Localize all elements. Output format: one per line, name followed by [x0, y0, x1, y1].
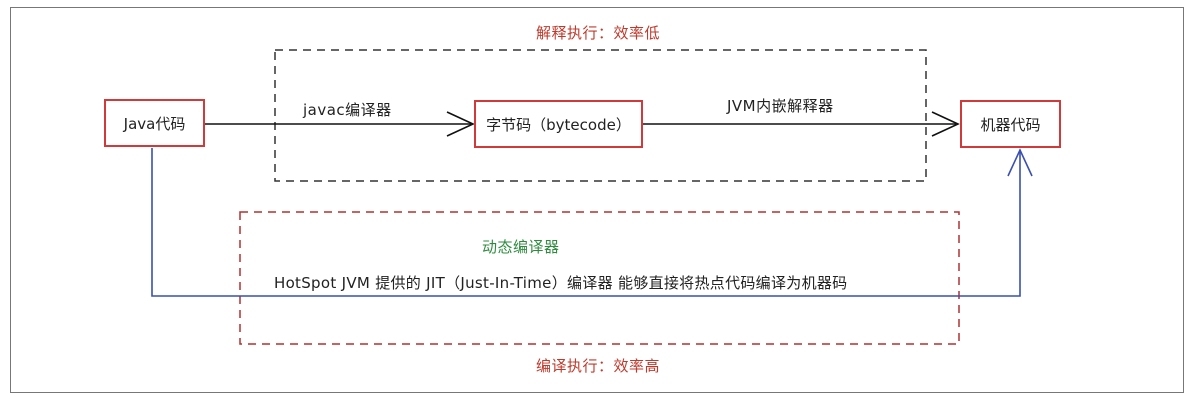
bottom-note: 编译执行：效率高 [536, 357, 661, 375]
interpreter-arrow [643, 111, 960, 137]
machine-code-node: 机器代码 [960, 100, 1061, 148]
machine-code-label: 机器代码 [980, 115, 1041, 134]
java-code-node: Java代码 [104, 99, 205, 147]
compiled-region [239, 211, 960, 345]
interpreted-region [274, 49, 927, 182]
javac-arrow [204, 111, 475, 137]
jit-description: HotSpot JVM 提供的 JIT（Just-In-Time）编译器 能够直… [274, 274, 848, 292]
bytecode-node: 字节码（bytecode） [474, 100, 643, 148]
jit-arrow [151, 148, 1033, 297]
top-note: 解释执行：效率低 [536, 24, 661, 42]
bytecode-label: 字节码（bytecode） [486, 115, 631, 134]
java-code-label: Java代码 [123, 114, 186, 133]
jvm-interpreter-edge-label: JVM内嵌解释器 [727, 97, 834, 115]
diagram-frame [10, 7, 1184, 393]
javac-edge-label: javac编译器 [303, 101, 392, 119]
dynamic-compiler-title: 动态编译器 [482, 238, 560, 256]
